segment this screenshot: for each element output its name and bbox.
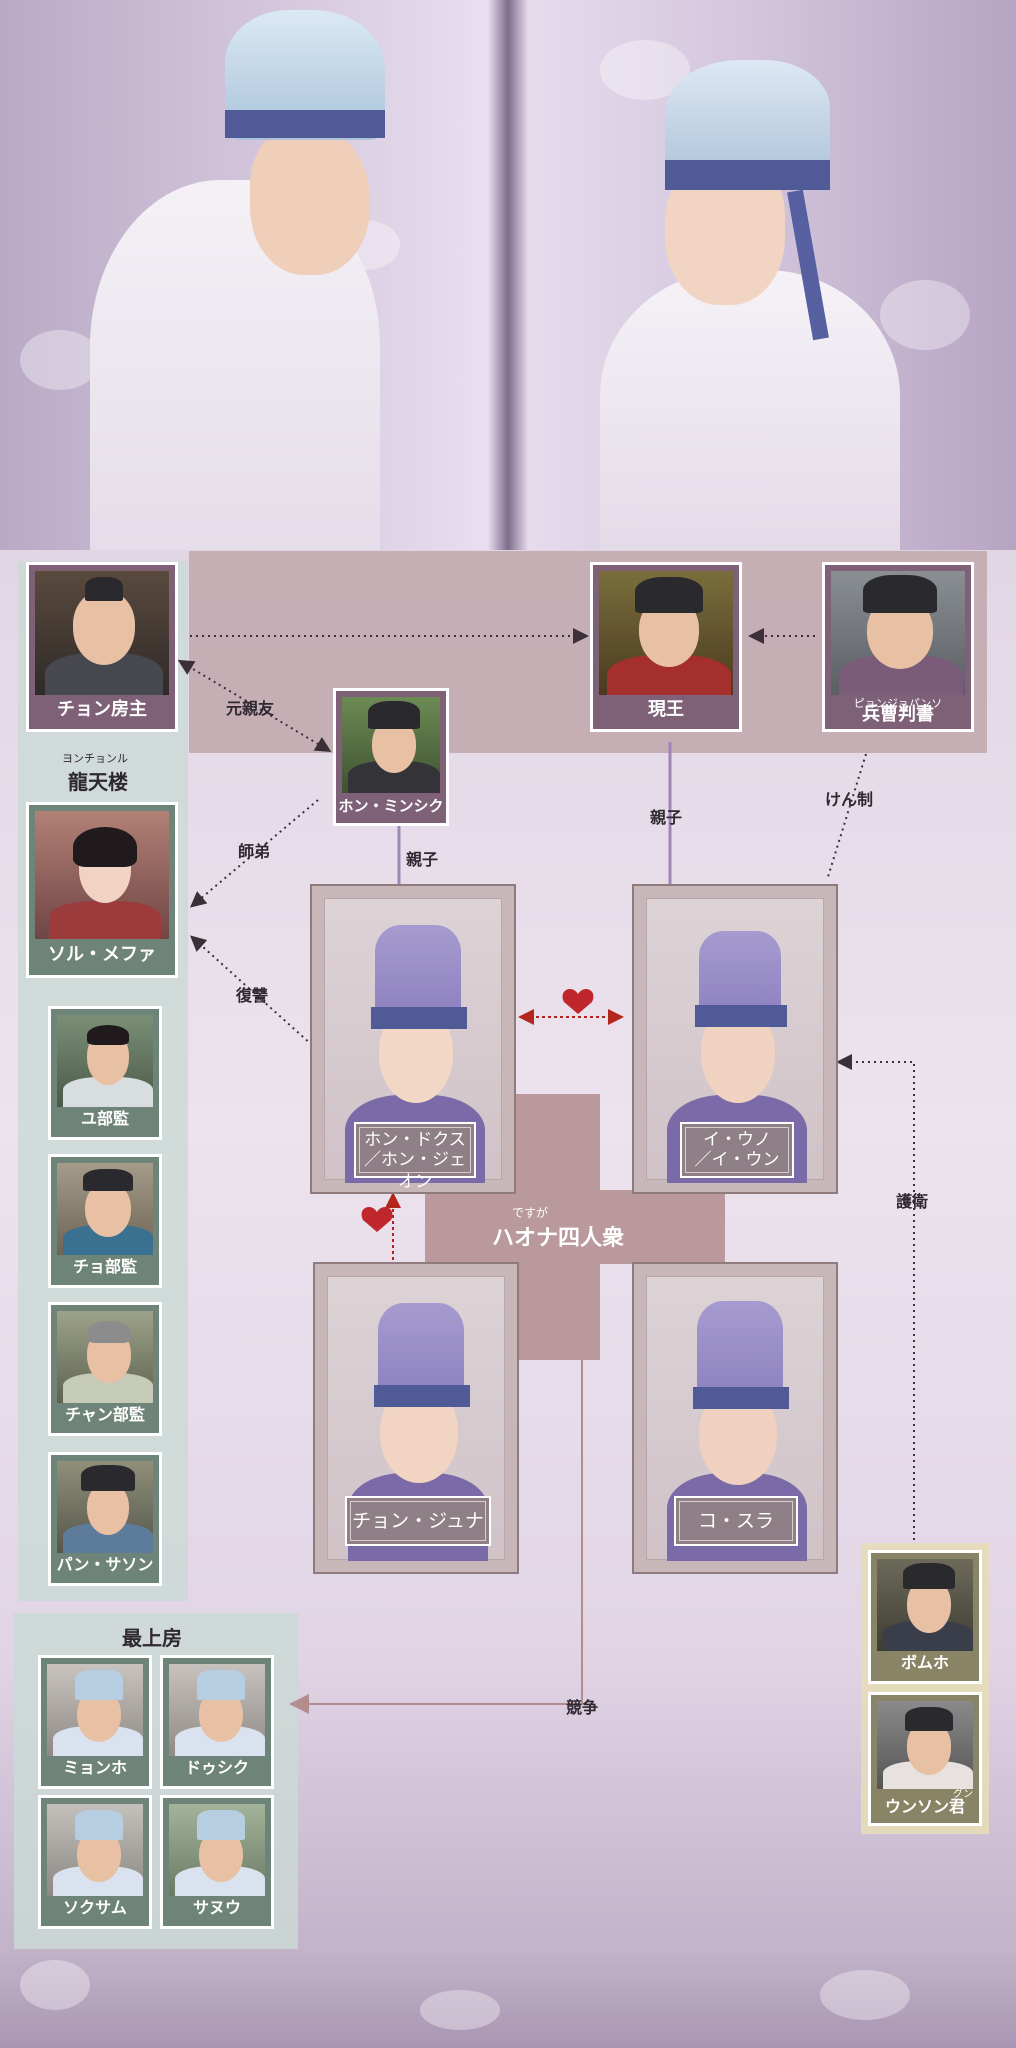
blossom-deco [20,1960,90,2010]
character-name: コ・スラ [697,1510,774,1532]
portrait [327,1276,505,1561]
portrait [35,571,169,695]
relation-label: 師弟 [238,842,271,861]
character-card-jon-juna[interactable]: チョン・ジュナ [313,1262,519,1574]
character-name: チョン・ジュナ [352,1510,484,1532]
character-name: ユ部監 [80,1109,129,1128]
character-name: ウンソン君 [884,1797,965,1816]
character-card-unson[interactable]: グン ウンソン君 [868,1692,982,1826]
relation-label: 親子 [650,808,683,827]
hero-figure-left-hatband [225,110,385,138]
line-revenge [190,935,313,1046]
character-card-myonho[interactable]: ミョンホ [38,1655,152,1789]
character-name: ソクサム [63,1898,127,1917]
portrait [877,1701,973,1789]
character-card-i-uno[interactable]: イ・ウノ ／イ・ウン [632,884,838,1194]
blossom-deco [20,330,100,390]
portrait [57,1461,153,1553]
character-name-alt: ／イ・ウン [694,1150,780,1170]
relation-label: 元親友 [226,699,275,718]
character-name-ruby: ピョンジョパンソ [853,697,943,710]
character-card-yu-bukan[interactable]: ユ部監 [48,1006,162,1140]
character-name: ソル・メファ [48,944,156,965]
character-name: 現王 [648,699,684,720]
group-name: ハオナ四人衆 [492,1226,625,1251]
group-name-ruby: ですが [512,1206,549,1220]
hero-figure-right-robe [600,270,900,550]
heart-icon [361,1206,393,1232]
line-check [826,753,867,881]
relation-label: 親子 [406,850,439,869]
bottom-backdrop [0,1950,1016,2048]
name-plate: イ・ウノ ／イ・ウン [680,1122,794,1178]
group-name: 龍天楼 [68,770,128,794]
hero-figure-left-face [250,125,370,275]
character-card-pan-sason[interactable]: パン・サソン [48,1452,162,1586]
hero-figure-right-hatband [665,160,830,190]
line-rivalry [289,1360,583,1714]
character-card-bomuho[interactable]: ボムホ [868,1550,982,1684]
group-name-ruby: ヨンチョンル [62,752,128,765]
portrait [47,1664,143,1756]
character-card-jo-bukan[interactable]: チョ部監 [48,1154,162,1288]
character-name: ボムホ [900,1653,949,1672]
portrait [57,1311,153,1403]
portrait [35,811,169,939]
portrait [57,1163,153,1255]
character-card-hon-minshik[interactable]: ホン・ミンシク [333,688,449,826]
character-card-gen-ou[interactable]: 現王 [590,562,742,732]
heart-icon [562,988,594,1014]
character-name: ドゥシク [184,1758,249,1777]
relation-label: けん制 [825,790,874,809]
character-card-sokusamu[interactable]: ソクサム [38,1795,152,1929]
character-name: ホン・ミンシク [338,797,444,815]
character-name: チョン房主 [57,699,147,720]
character-name-ruby: グン [953,1789,973,1800]
character-card-doushiku[interactable]: ドゥシク [160,1655,274,1789]
character-name: チョ部監 [72,1257,137,1276]
line-guard [836,1054,915,1540]
name-plate: ホン・ドクス ／ホン・ジェオン [354,1122,476,1192]
portrait [169,1804,265,1896]
portrait [57,1015,153,1107]
relation-label: 競争 [566,1698,599,1717]
character-name: 兵曹判書 [862,704,934,725]
character-name: パン・サソン [56,1555,154,1574]
hero-banner [0,0,1016,550]
character-card-chan-bukan[interactable]: チャン部監 [48,1302,162,1436]
group-name: 最上房 [122,1626,182,1650]
name-plate: チョン・ジュナ [345,1496,491,1546]
portrait [599,571,733,695]
character-card-sanu[interactable]: サヌウ [160,1795,274,1929]
character-card-ko-sura[interactable]: コ・スラ [632,1262,838,1574]
relation-label: 復讐 [236,986,269,1005]
character-name: サヌウ [192,1898,241,1917]
character-name: ミョンホ [62,1758,127,1777]
character-card-hon-dokusu[interactable]: ホン・ドクス ／ホン・ジェオン [310,884,516,1194]
relation-label: 護衛 [896,1192,929,1211]
portrait [831,571,965,695]
character-card-sol-mefa[interactable]: ソル・メファ [26,802,178,978]
character-card-jeon-bangju[interactable]: チョン房主 [26,562,178,732]
portrait [342,697,440,793]
character-name: ホン・ドクス [364,1130,466,1150]
blossom-deco [420,1990,500,2030]
portrait [877,1559,973,1651]
character-name: イ・ウノ [703,1130,771,1150]
name-plate: コ・スラ [674,1496,798,1546]
character-name-alt: ／ホン・ジェオン [364,1150,466,1192]
haona-zone-wide [425,1190,725,1264]
character-name: チャン部監 [65,1405,145,1424]
portrait [169,1664,265,1756]
character-card-heisou-hansho[interactable]: ピョンジョパンソ 兵曹判書 [822,562,974,732]
blossom-deco [880,280,970,350]
portrait [47,1804,143,1896]
blossom-deco [820,1970,910,2020]
